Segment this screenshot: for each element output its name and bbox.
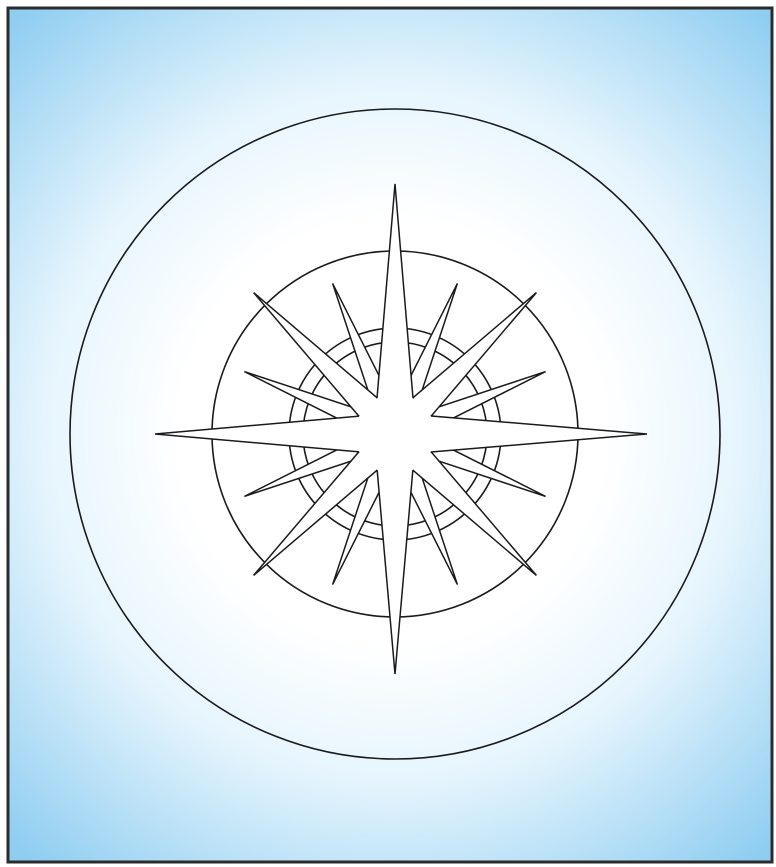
star-center bbox=[355, 394, 435, 474]
